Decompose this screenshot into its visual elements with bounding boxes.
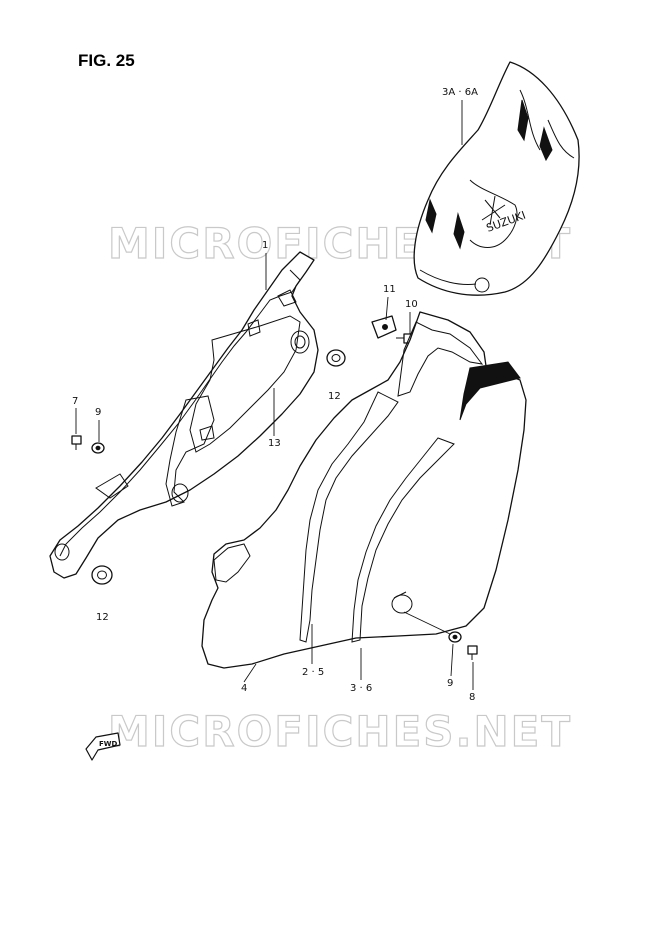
callout-7: 7 [72,396,78,407]
forward-direction-arrow: FWD [85,732,121,761]
bolt-part-8 [467,645,478,660]
callout-3a-6a: 3A · 6A [442,87,478,98]
callout-3-6: 3 · 6 [350,683,372,694]
callout-4: 4 [241,683,247,694]
callout-2-5: 2 · 5 [302,667,324,678]
callout-8: 8 [469,692,475,703]
callout-12-lower: 12 [96,612,109,623]
callout-1: 1 [262,240,268,251]
leader-9-right-link [403,611,451,635]
grommet-part-12-lower [91,565,113,585]
bolt-part-7 [71,435,82,450]
callout-9-right: 9 [447,678,453,689]
watermark-bottom: MICROFICHES.NET [108,707,572,756]
callout-11: 11 [383,284,396,295]
leader-9-right [450,643,454,677]
grommet-part-12-upper [326,349,346,367]
callout-9-left: 9 [95,407,101,418]
leader-11 [385,296,389,321]
decal-part-3a-6a: SUZUKI [413,61,580,296]
frame-cover-bracket-part-1 [49,251,319,579]
frame-cover-part-4 [201,311,527,669]
callout-13: 13 [268,438,281,449]
leader-4 [243,663,257,683]
figure-title: FIG. 25 [78,51,135,70]
callout-12-upper: 12 [328,391,341,402]
washer-part-9-left [91,442,105,454]
washer-part-9-right [448,631,462,643]
callout-10: 10 [405,299,418,310]
fwd-label: FWD [99,740,118,748]
washer-part-11 [371,315,397,339]
